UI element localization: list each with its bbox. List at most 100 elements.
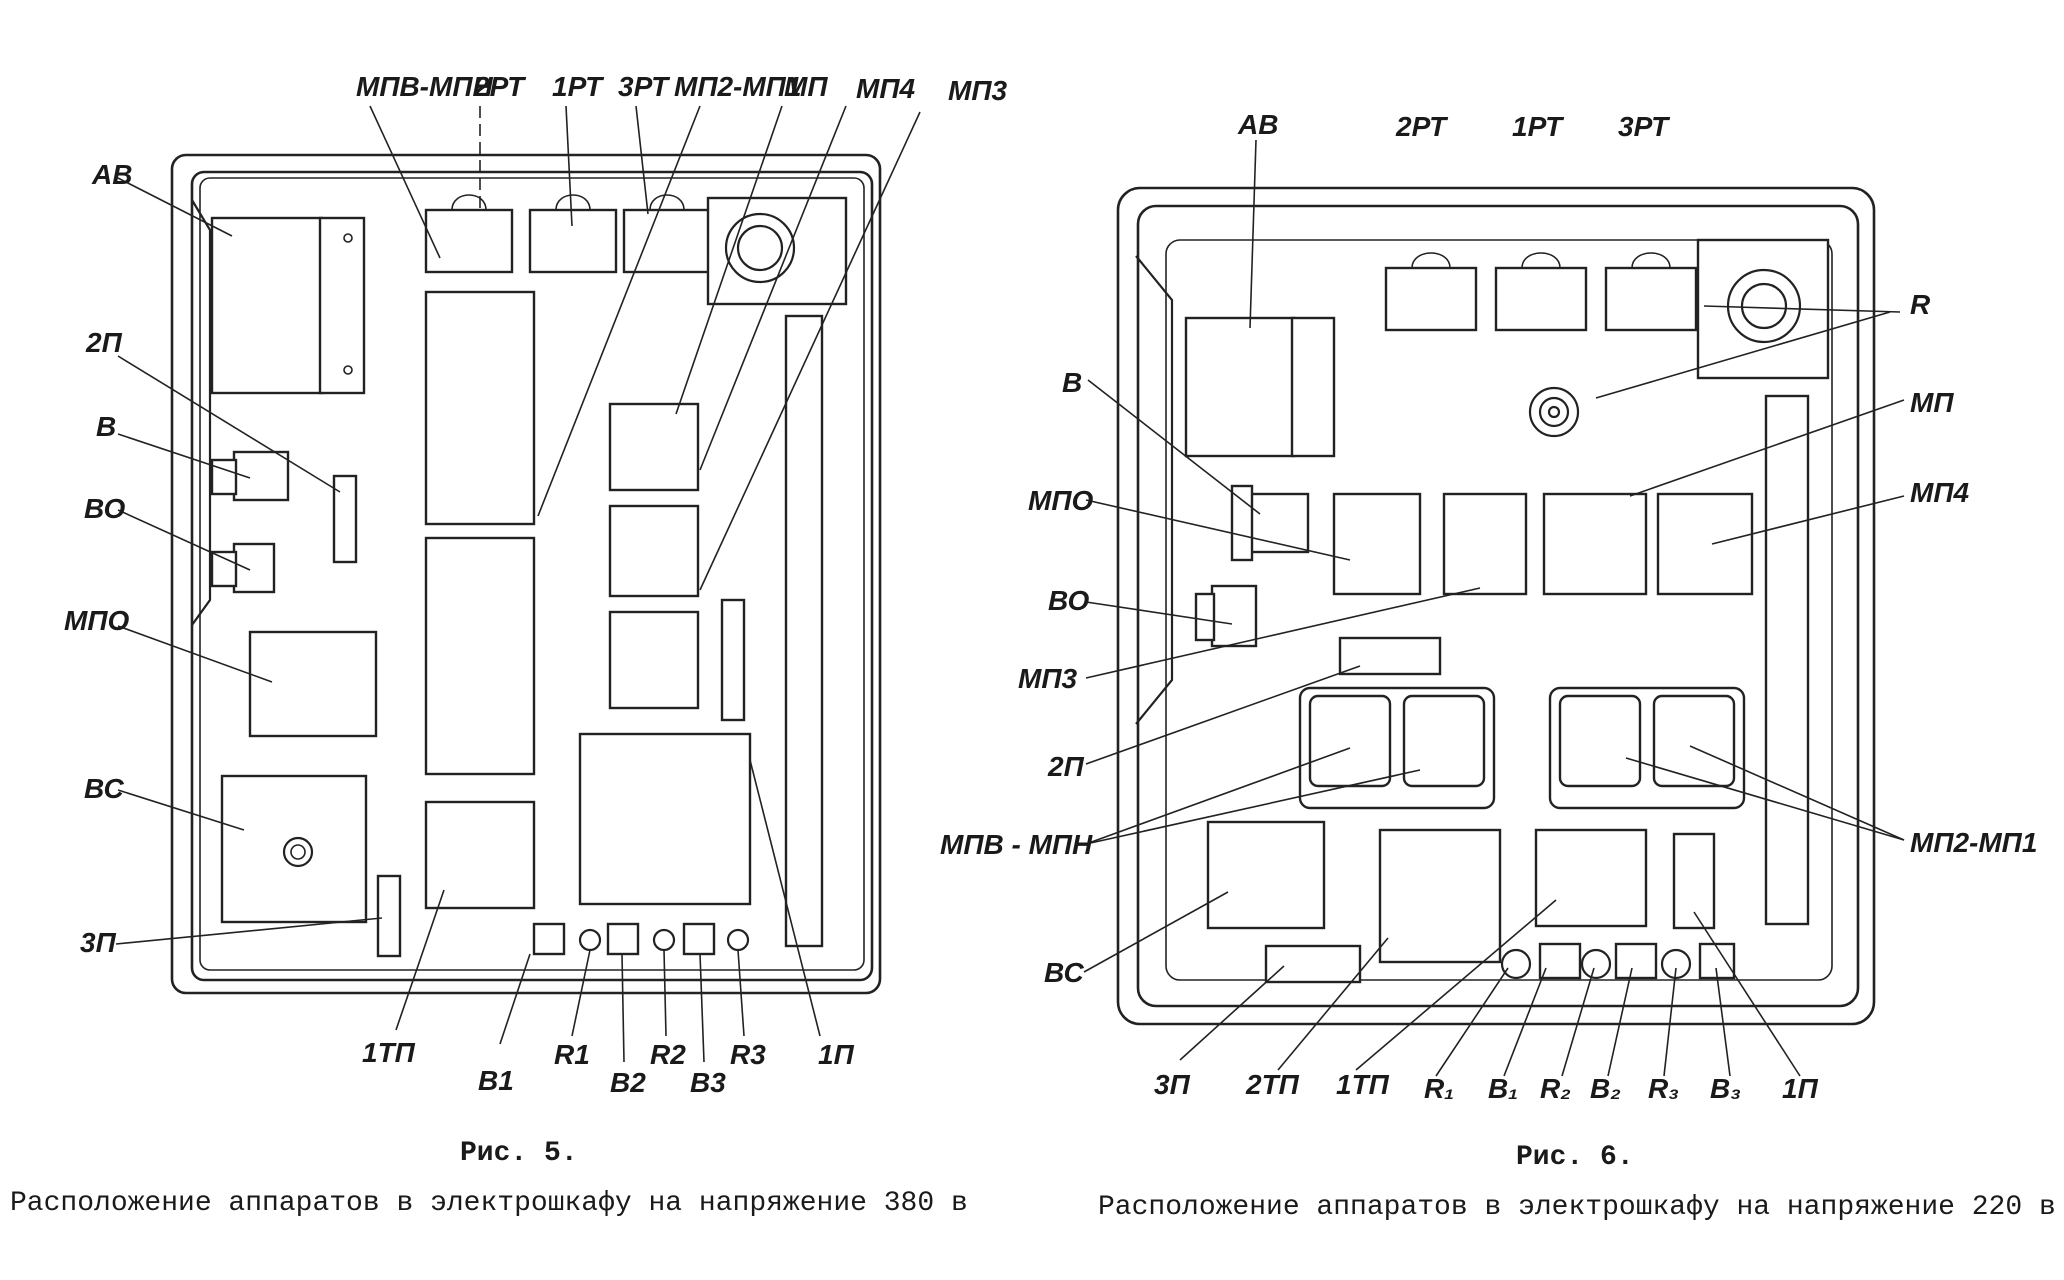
label-mp2-mp1: МП2-МП1 [674, 71, 801, 102]
label-mp3: МП3 [948, 75, 1007, 106]
label-mp4: МП4 [856, 73, 915, 104]
switch-b1 [532, 922, 566, 956]
cabinet-mount-plate [1165, 239, 1833, 981]
label-mpo: МПО [1028, 485, 1093, 516]
resistor-block [706, 196, 848, 306]
rectifier-terminal-inner [290, 844, 306, 860]
relay-1rt-cap [555, 194, 591, 211]
label-mpv-mpn: МПВ-МПН [356, 71, 493, 102]
relay-1rt-cap [1521, 252, 1561, 269]
label-v1: В1 [478, 1065, 514, 1096]
label-v2: В₂ [1590, 1073, 1621, 1104]
figure-5-title: Рис. 5. [460, 1138, 578, 1169]
fuse-2p [332, 474, 358, 564]
switch-vo [1210, 584, 1258, 648]
door-hinge [1135, 255, 1174, 725]
fuse-3p [376, 874, 402, 958]
label-1rt: 1РТ [1512, 111, 1565, 142]
label-mpo: МПО [64, 605, 129, 636]
label-r3: R3 [730, 1039, 766, 1070]
leader-lines-fig5 [115, 105, 921, 1063]
door-hinge [191, 199, 212, 626]
relay-2rt-cap [451, 194, 487, 211]
resistor-r3 [726, 928, 750, 952]
label-mp2-mp1: МП2-МП1 [1910, 827, 2037, 858]
switch-b1 [1538, 942, 1582, 980]
figure-5: МПВ-МПН 2РТ 1РТ 3РТ МП2-МП1 МП МП4 МП3 А… [10, 71, 1007, 1219]
switch-b2 [606, 922, 640, 956]
contactor-mpv [424, 290, 536, 526]
screw [343, 233, 353, 243]
label-vs: ВС [1044, 957, 1085, 988]
ground-terminal [1528, 386, 1580, 438]
relay-2rt [1384, 266, 1478, 332]
resistor-r3 [1660, 948, 1692, 980]
relay-1rt [528, 208, 618, 274]
label-v1: В₁ [1488, 1073, 1518, 1104]
contactor-mp4 [608, 504, 700, 598]
label-2tp: 2ТП [1245, 1069, 1300, 1100]
label-mp4: МП4 [1910, 477, 1969, 508]
relay-1rt [1494, 266, 1588, 332]
figure-6: АВ 2РТ 1РТ 3РТ R МП МП4 В МПО ВО МП3 2П … [940, 109, 2056, 1223]
label-v: В [1062, 367, 1082, 398]
screw [343, 365, 353, 375]
switch-v-lever [210, 458, 238, 496]
contactor-mp3 [608, 610, 700, 710]
cabinet-outer-wall [1116, 186, 1876, 1026]
label-2p: 2П [85, 327, 123, 358]
rheostat-knob-inner [1740, 282, 1788, 330]
power-transformer [578, 732, 752, 906]
contactor-mpv [1308, 694, 1392, 788]
fuse-strip [720, 598, 746, 722]
ground-terminal-mid [1538, 396, 1570, 428]
rheostat-knob [724, 212, 796, 284]
contactor-mp3 [1442, 492, 1528, 596]
contactor-mpo [1332, 492, 1422, 596]
label-mp3: МП3 [1018, 663, 1077, 694]
relay-3rt [1604, 266, 1698, 332]
label-1tp: 1ТП [1336, 1069, 1390, 1100]
resistor-r1 [578, 928, 602, 952]
switch-vo-lever [210, 550, 238, 588]
rectifier-terminal [282, 836, 314, 868]
label-3p: 3П [80, 927, 117, 958]
contactor-mp [1542, 492, 1648, 596]
figure-6-title: Рис. 6. [1516, 1142, 1634, 1173]
fuse-1p-small [1672, 832, 1716, 930]
contactor-mp [608, 402, 700, 492]
relay-2rt-cap [1411, 252, 1451, 269]
contactor-mp4 [1656, 492, 1754, 596]
label-2p: 2П [1047, 751, 1085, 782]
relay-3rt-cap [649, 194, 685, 211]
contactor-mp2 [1558, 694, 1642, 788]
label-r2: R2 [650, 1039, 686, 1070]
label-mp: МП [784, 71, 828, 102]
label-av: АВ [91, 159, 132, 190]
label-1p: 1П [1782, 1073, 1819, 1104]
cabinet-inner-wall [1136, 204, 1860, 1008]
label-mpv-mpn: МПВ - МПН [940, 829, 1093, 860]
label-v3: В₃ [1710, 1073, 1741, 1104]
label-r1: R1 [554, 1039, 590, 1070]
contactor-mp1 [1652, 694, 1736, 788]
switch-v-lever [1230, 484, 1254, 562]
label-1tp: 1ТП [362, 1037, 416, 1068]
contactor-mpo [248, 630, 378, 738]
relay-3rt [622, 208, 712, 274]
av-breaker-handle [318, 216, 366, 395]
label-r2: R₂ [1540, 1073, 1571, 1104]
label-1p: 1П [818, 1039, 855, 1070]
cabinet-outer-wall [170, 153, 882, 995]
av-breaker [210, 216, 324, 395]
transformer-1tp [424, 800, 536, 910]
switch-vo-lever [1194, 592, 1216, 642]
label-2rt: 2РТ [473, 71, 527, 102]
label-v3: В3 [690, 1067, 726, 1098]
relay-2rt [424, 208, 514, 274]
rectifier-vs [220, 774, 368, 924]
label-vo: ВО [1048, 585, 1090, 616]
switch-b3 [682, 922, 716, 956]
